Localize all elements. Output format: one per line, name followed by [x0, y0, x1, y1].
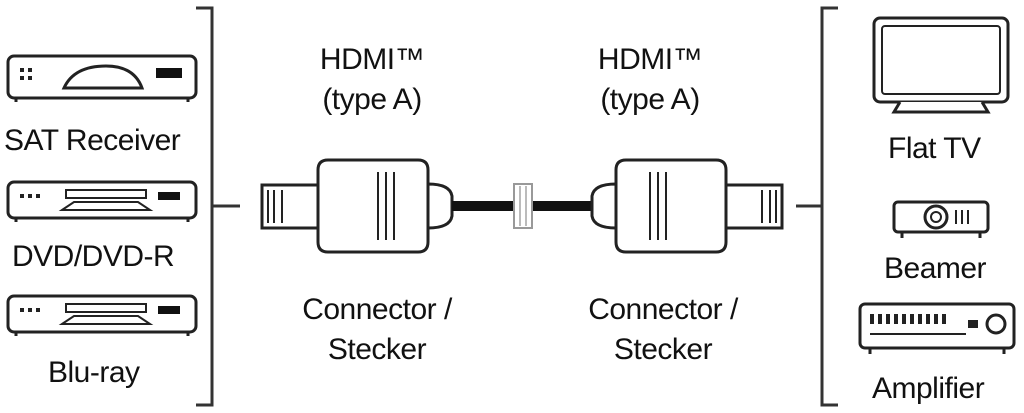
- projector-icon: [892, 200, 990, 238]
- left-connector-caption-line1: Connector /: [302, 293, 452, 326]
- amplifier-icon: [858, 302, 1016, 354]
- left-connector-caption-line2: Stecker: [327, 333, 427, 366]
- left-connector-type-line1: HDMI™: [319, 43, 425, 76]
- right-connector-caption-line1: Connector /: [588, 293, 738, 326]
- device-label-sat-receiver: SAT Receiver: [4, 124, 181, 157]
- device-label-dvd: DVD/DVD-R: [12, 240, 175, 273]
- sat-receiver-icon: [6, 54, 198, 102]
- left-bracket: [196, 6, 214, 407]
- left-hdmi-connector: [260, 158, 454, 254]
- bluray-player-icon: [6, 294, 198, 336]
- dvd-player-icon: [6, 180, 198, 222]
- right-connector-type: HDMI™ (type A): [560, 40, 740, 120]
- right-bracket: [820, 6, 838, 407]
- left-connector-type-line2: (type A): [322, 83, 422, 116]
- device-label-amplifier: Amplifier: [872, 372, 985, 405]
- right-hdmi-connector: [590, 158, 784, 254]
- right-connector-type-line1: HDMI™: [597, 43, 703, 76]
- device-label-beamer: Beamer: [884, 252, 987, 285]
- device-label-bluray: Blu-ray: [48, 356, 140, 389]
- right-connector-type-line2: (type A): [600, 83, 700, 116]
- right-connector-caption-line2: Stecker: [613, 333, 713, 366]
- device-label-flat-tv: Flat TV: [888, 132, 981, 165]
- right-connector-caption: Connector / Stecker: [558, 290, 768, 370]
- cable-ferrite: [513, 183, 533, 229]
- flat-tv-icon: [872, 16, 1010, 114]
- left-connector-type: HDMI™ (type A): [282, 40, 462, 120]
- left-connector-caption: Connector / Stecker: [272, 290, 482, 370]
